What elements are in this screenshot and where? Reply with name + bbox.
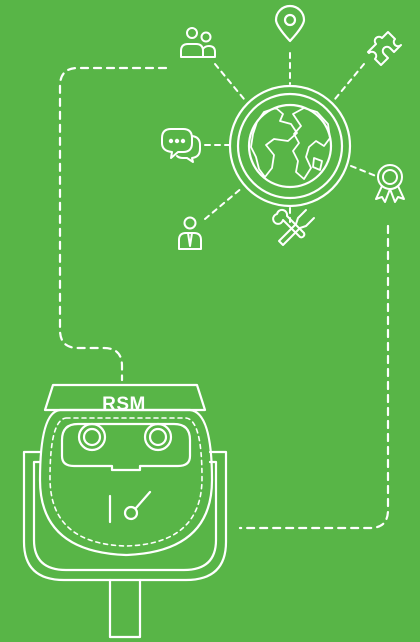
viewer-label: RSM <box>84 393 164 417</box>
